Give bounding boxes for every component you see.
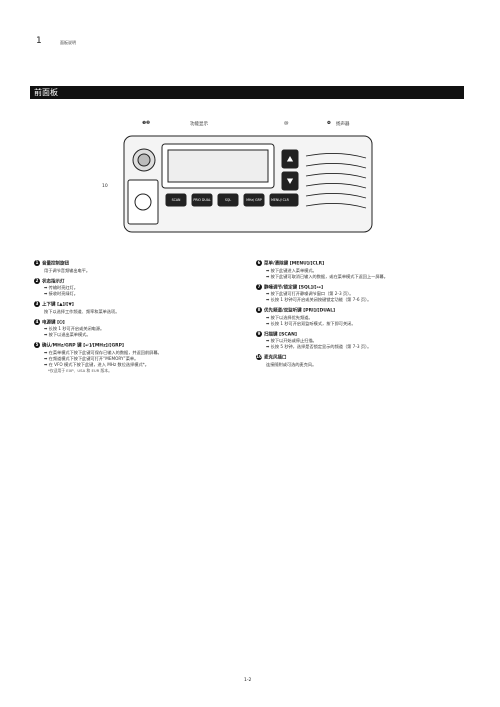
scan-key-label: SCAN bbox=[172, 198, 181, 202]
item-description-line: 按下此键可打开静噪调节窗口（第 2-3 页）。 bbox=[256, 291, 466, 297]
mhz-grp-key-label: MHz/ GRP bbox=[246, 198, 262, 202]
callout-mic-icon: @ bbox=[284, 121, 289, 126]
item-description-line: 传输时亮红灯。 bbox=[34, 285, 244, 291]
item-title-text: 确认/MHz/GRP 键 [↵]/[MHz]/[GRP] bbox=[42, 343, 124, 349]
item-title-text: 上下键 [▲]/[▼] bbox=[42, 302, 74, 308]
item-number-badge: 7 bbox=[256, 283, 262, 290]
mic-jack bbox=[127, 179, 159, 225]
item-description-line: 在 VFO 模式下按下此键，进入 MHz 数位选择模式*。 bbox=[34, 362, 244, 368]
sql-key-label: SQL bbox=[225, 198, 232, 202]
item-title-text: 电源键 [⏻] bbox=[42, 320, 65, 325]
item-description-line: 长按 1 秒可开启或关闭电源。 bbox=[34, 326, 244, 332]
item-number-badge: 2 bbox=[34, 277, 40, 284]
item-description-line: 在频道模式下按下此键可打开“MEMORY”菜单。 bbox=[34, 356, 244, 362]
callout-speaker: 扬声器 bbox=[336, 122, 350, 127]
chapter-number: 1 bbox=[36, 36, 42, 46]
item-description-line: 按下以开始或停止扫描。 bbox=[256, 338, 466, 344]
item-footnote: *仅适用于 EXP、USA 和 EUR 版本。 bbox=[48, 367, 112, 373]
prio-dual-key-label: PRIO DUAL bbox=[193, 198, 211, 202]
mhz-grp-key bbox=[243, 193, 265, 207]
power-key bbox=[281, 193, 299, 207]
section-header: 前面板 bbox=[30, 86, 464, 99]
item-description-line: 在菜单模式下按下此键可保存已输入的数据，并返回前屏幕。 bbox=[34, 350, 244, 356]
item-description-line: 按下以选择工作频道、频率和菜单选项。 bbox=[44, 308, 120, 314]
item-title-text: 状态指示灯 bbox=[42, 279, 65, 284]
callout-volume-led: ❶❷ bbox=[142, 121, 151, 126]
menu-clr-key-label: MENU/ CLR bbox=[271, 198, 290, 202]
speaker-grille bbox=[305, 153, 367, 209]
item-description-line: 接收时亮绿灯。 bbox=[34, 291, 244, 297]
item-title-text: 麦克风插口 bbox=[264, 355, 287, 361]
item-description-line: 长按 1 秒可开启双监听模式，按下即可关闭。 bbox=[256, 321, 466, 327]
item-description-line: 按下以退出菜单模式。 bbox=[34, 332, 244, 338]
radio-front-panel-illustration: SCAN PRIO DUAL SQL MHz/ GRP MENU/ CLR bbox=[123, 135, 373, 233]
item-number-badge: 5 bbox=[34, 342, 40, 348]
item-number-badge: 4 bbox=[34, 318, 40, 325]
item-title-text: 音量控制旋钮 bbox=[42, 261, 69, 267]
item-number-badge: 1 bbox=[34, 260, 40, 266]
right-description-column: 6菜单/清除键 [MENU]/[CLR]按下此键进入菜单模式。按下此键可取消已输… bbox=[256, 256, 466, 368]
item-description-line: 用于调节音频输出电平。 bbox=[44, 267, 91, 273]
item-number-badge: 10 bbox=[256, 354, 262, 360]
item-description-line: 按下以选择优先频道。 bbox=[256, 315, 466, 321]
item-description-line: 按下此键可取消已输入的数据，或在菜单模式下返回上一屏幕。 bbox=[256, 274, 466, 280]
prio-dual-key bbox=[191, 193, 213, 207]
item-title-text: 菜单/清除键 [MENU]/[CLR] bbox=[264, 261, 325, 267]
item-title-text: 扫描键 [SCAN] bbox=[264, 332, 297, 337]
page-number: 1-2 bbox=[244, 678, 252, 683]
item-description-line: 按下此键进入菜单模式。 bbox=[256, 268, 466, 274]
item-number-badge: 3 bbox=[34, 301, 40, 307]
item-description-line: 长按 1 秒钟可开启或关闭按键锁定功能（第 7-6 页）。 bbox=[256, 297, 466, 303]
callout-mic-jack: 10 bbox=[102, 184, 108, 189]
item-number-badge: 8 bbox=[256, 307, 262, 313]
sql-key bbox=[217, 193, 239, 207]
callout-display: 功能显示 bbox=[190, 122, 208, 127]
item-title-text: 优先频道/双监听键 [PRI]/[DUAL] bbox=[264, 308, 336, 314]
chapter-name: 面板说明 bbox=[60, 40, 76, 45]
item-number-badge: 6 bbox=[256, 260, 262, 266]
item-description-line: 连接随附或可选的麦克风。 bbox=[266, 361, 317, 367]
item-description-line: 长按 5 秒钟，选择是否锁定显示的频道（第 7-3 页）。 bbox=[256, 344, 466, 350]
item-title-text: 静噪调节/锁定键 [SQL]/[⊶] bbox=[264, 285, 324, 290]
section-title: 前面板 bbox=[34, 88, 58, 97]
callout-speaker-number: ❹ bbox=[327, 121, 332, 126]
scan-key bbox=[165, 193, 187, 207]
item-number-badge: 9 bbox=[256, 330, 262, 337]
